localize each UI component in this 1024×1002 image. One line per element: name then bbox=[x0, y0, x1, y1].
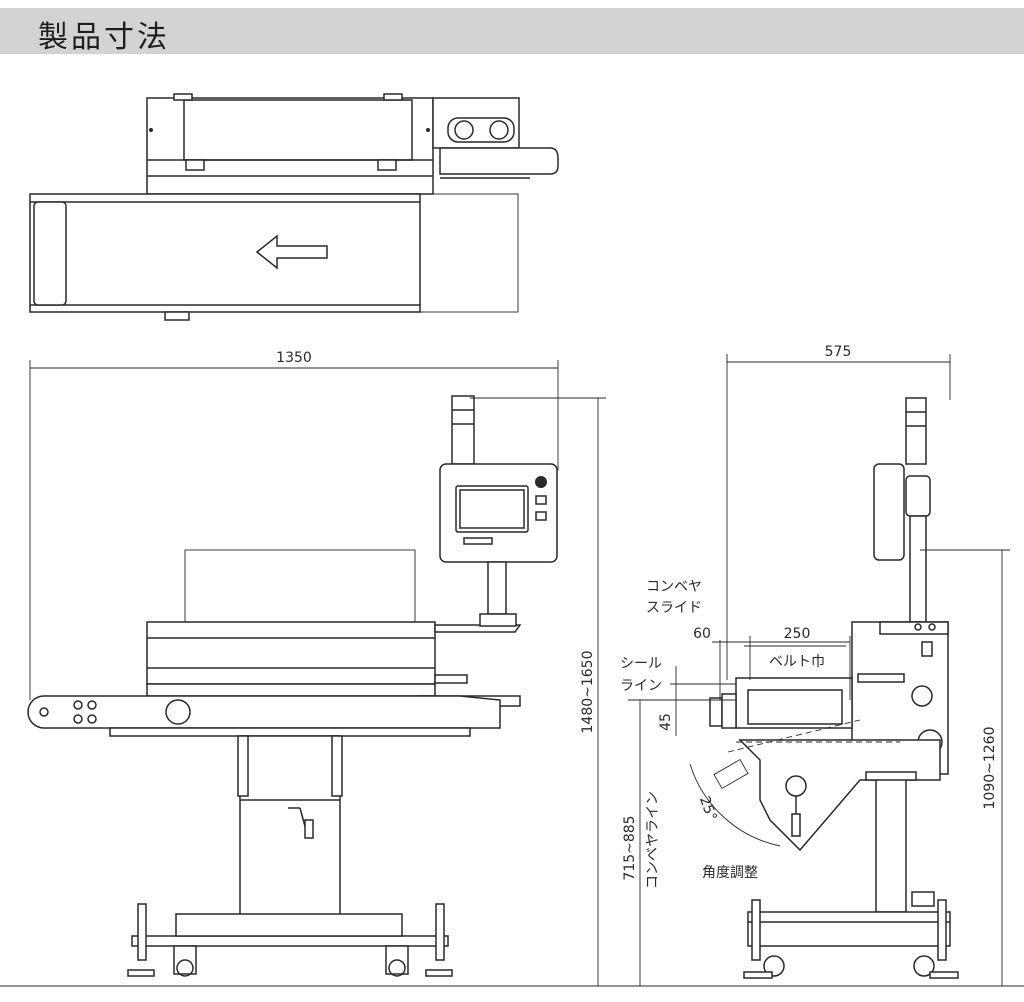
angle-adjust-label: 角度調整 bbox=[702, 865, 758, 881]
angle-value-label: 25° bbox=[696, 794, 720, 823]
side-stand-column bbox=[875, 775, 907, 913]
section-header: 製品寸法 bbox=[0, 8, 1024, 55]
conveyor-line-label: コンベヤライン bbox=[645, 791, 661, 889]
conveyor-slide-label-line1: コンベヤ bbox=[646, 579, 702, 595]
belt-dim-label: 250 bbox=[784, 626, 811, 642]
side-height-label: 1090~1260 bbox=[982, 727, 998, 810]
front-conveyor bbox=[27, 695, 501, 729]
conveyor-slide-label-line2: スライド bbox=[646, 600, 702, 616]
dimension-labels: 1350 1480~1650 575 1090~1260 コンベヤ スライド 6… bbox=[276, 344, 998, 889]
seal-line-label-line2: ライン bbox=[620, 678, 662, 694]
front-stand-column bbox=[239, 735, 341, 917]
side-tilt-bracket bbox=[738, 739, 941, 852]
front-panel-pole bbox=[487, 561, 507, 615]
dimension-lines bbox=[0, 354, 1024, 987]
front-seal-clearance bbox=[184, 549, 416, 623]
conveyor-height-label: 715~885 bbox=[622, 815, 638, 880]
belt-width-label: ベルト巾 bbox=[769, 654, 825, 670]
top-panel-base bbox=[439, 147, 559, 175]
front-width-label: 1350 bbox=[276, 350, 312, 366]
page-title: 製品寸法 bbox=[38, 20, 170, 55]
front-height-label: 1480~1650 bbox=[580, 651, 596, 734]
side-panel-pole bbox=[909, 515, 927, 623]
front-touch-screen bbox=[455, 485, 529, 533]
side-base-frame bbox=[747, 911, 951, 947]
seal-offset-label: 45 bbox=[658, 713, 674, 731]
front-sealer-body bbox=[146, 621, 436, 685]
front-base-frame bbox=[131, 935, 449, 947]
front-view bbox=[27, 395, 558, 977]
side-width-label: 575 bbox=[825, 344, 852, 360]
top-sealer-body bbox=[146, 97, 434, 195]
front-signal-tower bbox=[451, 395, 475, 465]
arrow-left-icon bbox=[255, 234, 328, 270]
angle-arc bbox=[689, 763, 781, 847]
side-signal-tower bbox=[905, 397, 927, 465]
top-conveyor-belt bbox=[29, 193, 421, 313]
slide-dim-label: 60 bbox=[693, 626, 711, 642]
side-control-panel bbox=[873, 463, 905, 561]
top-view bbox=[29, 93, 559, 321]
seal-line-label-line1: シール bbox=[620, 656, 662, 672]
top-conveyor-slide bbox=[419, 193, 519, 313]
side-view bbox=[709, 397, 959, 979]
